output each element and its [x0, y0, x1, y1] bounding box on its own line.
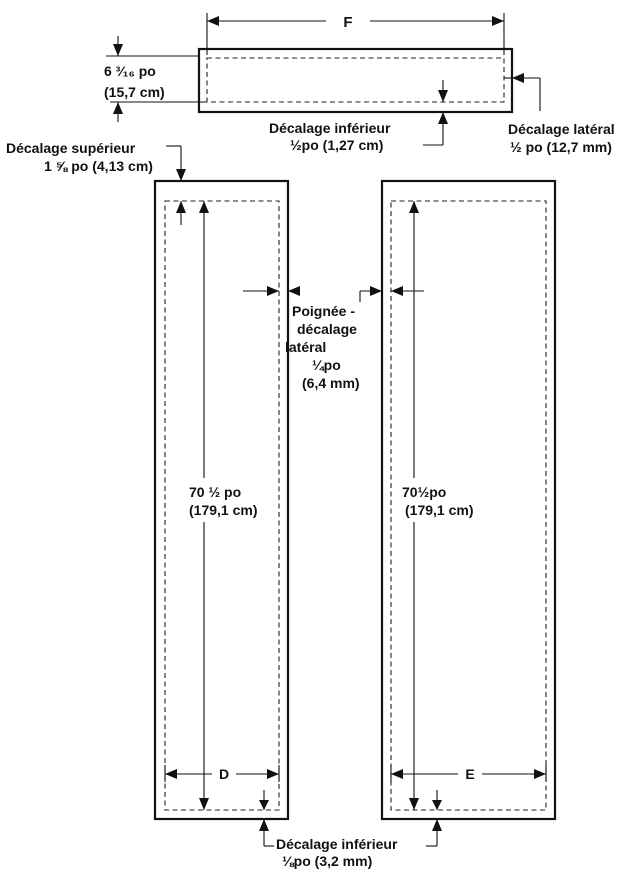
door-bottom-offset-value: ⅛po (3,2 mm) — [282, 853, 372, 869]
drawer-side-offset-value: ½ po (12,7 mm) — [510, 139, 612, 155]
right-door-height-label: 70½po — [402, 484, 446, 500]
handle-offset-callout: Poignée - décalage latéral ¼po (6,4 mm) — [285, 286, 382, 391]
door-bottom-offset-title: Décalage inférieur — [276, 836, 398, 852]
right-door-cutout — [390, 200, 547, 811]
top-offset-callout: Décalage supérieur 1 ⅝ po (4,13 cm) — [6, 140, 186, 181]
left-door-outline — [153, 179, 290, 821]
left-door-height-dimension: 70 ½ po (179,1 cm) — [176, 201, 257, 810]
door-bottom-offset-callout: Décalage inférieur ⅛po (3,2 mm) — [259, 819, 442, 869]
handle-offset-line5: (6,4 mm) — [302, 375, 360, 391]
drawer-bottom-offset-value: ½po (1,27 cm) — [290, 137, 383, 153]
drawer-bottom-offset: Décalage inférieur ½po (1,27 cm) — [269, 80, 448, 153]
left-door-width-label: D — [219, 766, 229, 782]
right-door-panel: 70½po (179,1 cm) E — [380, 179, 557, 821]
drawer-height-label: 6 ³⁄₁₆ po — [104, 63, 156, 79]
right-door-height-metric: (179,1 cm) — [405, 502, 473, 518]
handle-offset-line1: Poignée - — [292, 303, 355, 319]
left-door-cutout — [164, 200, 280, 811]
drawer-width-label: F — [343, 14, 352, 31]
drawer-side-offset-title: Décalage latéral — [508, 121, 615, 137]
top-offset-title: Décalage supérieur — [6, 140, 136, 156]
right-door-width-label: E — [465, 766, 474, 782]
drawer-panel-cutout — [206, 57, 505, 103]
drawer-bottom-offset-title: Décalage inférieur — [269, 120, 391, 136]
right-door-height-dimension: 70½po (179,1 cm) — [402, 201, 473, 810]
drawer-width-dimension: F — [206, 13, 505, 55]
handle-offset-line4: ¼po — [312, 357, 341, 373]
drawer-side-offset: Décalage latéral ½ po (12,7 mm) — [504, 73, 615, 155]
left-door-width-dimension: D — [164, 765, 280, 782]
left-door-height-metric: (179,1 cm) — [189, 502, 257, 518]
right-door-outline — [380, 179, 557, 821]
handle-offset-line3: latéral — [285, 339, 326, 355]
drawer-panel: F 6 ³⁄₁₆ po (15,7 cm) Décalage inférieur… — [104, 13, 615, 155]
drawer-height-metric: (15,7 cm) — [104, 84, 165, 100]
handle-offset-line2: décalage — [297, 321, 357, 337]
left-door-panel: 70 ½ po (179,1 cm) D — [153, 179, 290, 821]
drawer-panel-outline — [197, 47, 514, 114]
drawer-height-dimension: 6 ³⁄₁₆ po (15,7 cm) — [104, 36, 207, 122]
left-door-height-label: 70 ½ po — [189, 484, 241, 500]
right-door-width-dimension: E — [390, 765, 547, 782]
top-offset-value: 1 ⅝ po (4,13 cm) — [44, 158, 153, 174]
